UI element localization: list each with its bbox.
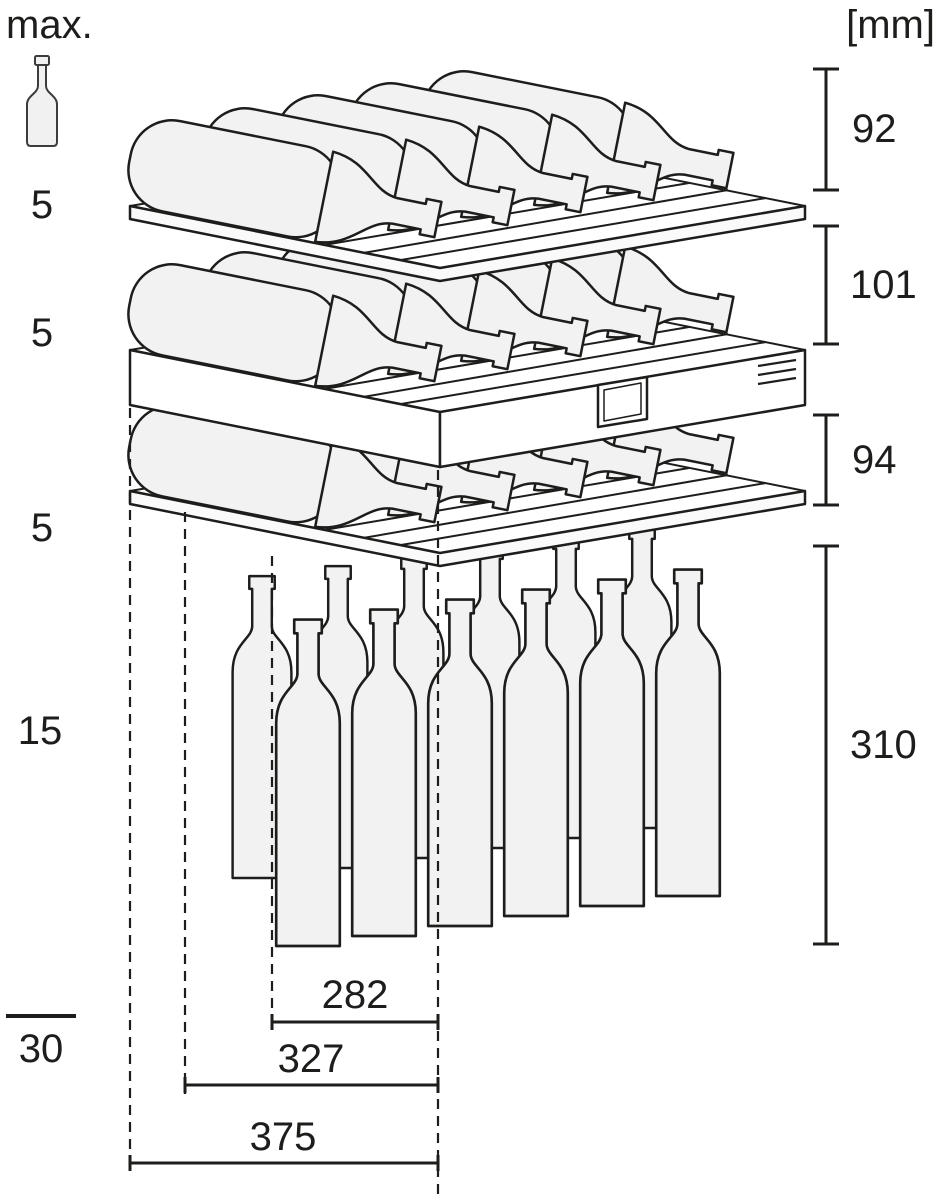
bottom-dimension-lines xyxy=(128,1014,440,1171)
clearance-label-3: 5 xyxy=(30,506,54,550)
right-dim-label-3: 94 xyxy=(852,438,897,482)
clearance-label-4: 15 xyxy=(17,709,63,753)
bottom-dim-label-3: 375 xyxy=(249,1115,317,1159)
right-dim-label-1: 92 xyxy=(852,107,897,151)
vent-slots-icon xyxy=(757,358,797,386)
mm-unit-label: [mm] xyxy=(846,3,935,47)
bottom-dim-label-2: 327 xyxy=(277,1037,345,1081)
bottom-dim-label-1: 282 xyxy=(321,973,389,1017)
clearance-label-1: 5 xyxy=(30,183,54,227)
top-shelf-rack xyxy=(121,64,807,283)
display-panel-icon xyxy=(596,375,649,429)
clearance-label-2: 5 xyxy=(30,311,54,355)
right-dimension-brackets xyxy=(813,67,839,946)
standing-bottles xyxy=(231,524,722,948)
middle-shelf-unit xyxy=(121,208,807,469)
right-dim-label-4: 310 xyxy=(850,723,917,767)
base-clearance-label: 30 xyxy=(6,1014,76,1072)
max-label: max. xyxy=(6,3,93,47)
max-bottle-icon xyxy=(26,55,58,147)
construction-dashed-lines xyxy=(128,408,440,1198)
right-dim-label-2: 101 xyxy=(850,263,917,307)
